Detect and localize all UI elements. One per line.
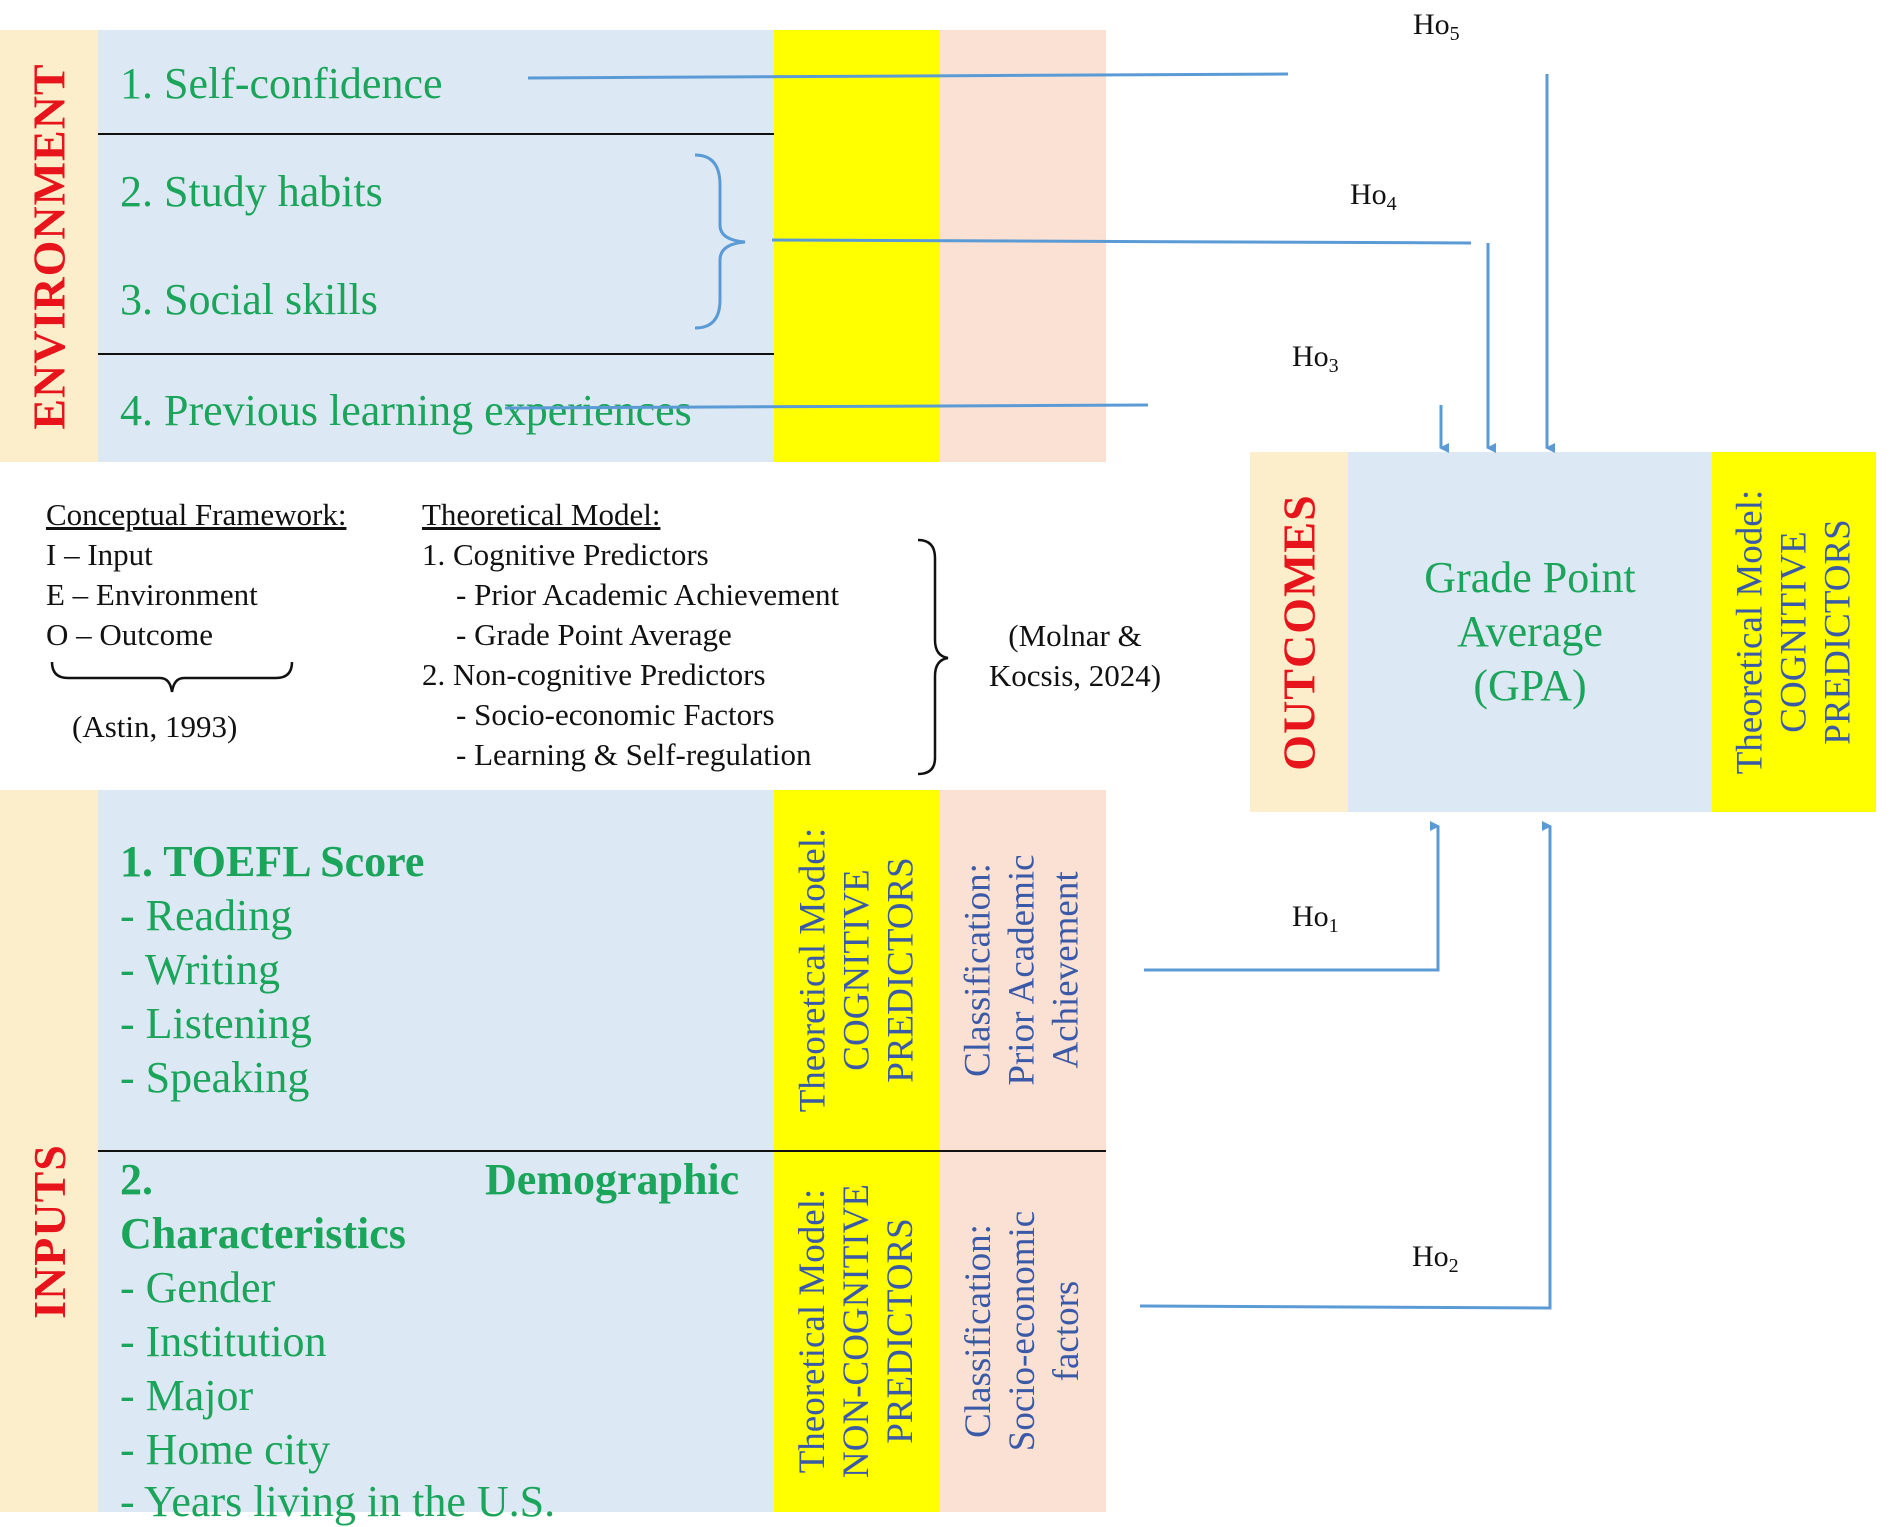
theory-line-socio-economic: - Socio-economic Factors <box>456 697 775 732</box>
connector-ho3 <box>504 403 1149 410</box>
theory-line-learning: - Learning & Self-regulation <box>456 737 812 772</box>
hypothesis-ho4: Ho4 <box>1350 178 1397 215</box>
hypothesis-ho5: Ho5 <box>1413 8 1460 45</box>
conceptual-framework: Conceptual Framework: I – Input E – Envi… <box>46 495 346 655</box>
outcomes-model-label: Theoretical Model: COGNITIVE PREDICTORS <box>1712 452 1876 812</box>
gpa-line-1: Grade Point <box>1424 553 1636 602</box>
theory-citation-b: Kocsis, 2024) <box>988 658 1162 693</box>
inputs-label-panel: INPUTS <box>0 790 98 1512</box>
framework-title: Conceptual Framework: <box>46 497 347 532</box>
demo-item-institution: - Institution <box>120 1317 327 1366</box>
connector-ho4 <box>771 238 1472 245</box>
demo-title-characteristics: Characteristics <box>120 1209 406 1258</box>
environment-item-previous-learning: 4. Previous learning experiences <box>120 386 692 435</box>
connector-ho5 <box>527 72 1289 80</box>
demo-item-gender: - Gender <box>120 1263 276 1312</box>
theory-line-cognitive: 1. Cognitive Predictors <box>422 537 709 572</box>
hypothesis-ho1: Ho1 <box>1292 900 1339 937</box>
arrow-ho1 <box>1144 821 1440 972</box>
environment-pink-column <box>940 30 1106 462</box>
outcomes-label-panel: OUTCOMES <box>1250 452 1348 812</box>
toefl-item-listening: - Listening <box>120 999 312 1048</box>
environment-divider-2 <box>98 353 774 355</box>
framework-line-input: I – Input <box>46 537 153 572</box>
demo-item-major: - Major <box>120 1371 254 1420</box>
hypothesis-ho3: Ho3 <box>1292 340 1339 377</box>
environment-brace <box>694 153 746 330</box>
hypothesis-ho2: Ho2 <box>1412 1240 1459 1277</box>
theory-title: Theoretical Model: <box>422 497 661 532</box>
theory-line-gpa: - Grade Point Average <box>456 617 732 652</box>
toefl-item-writing: - Writing <box>120 945 280 994</box>
demo-title-word: Demographic <box>485 1155 740 1204</box>
theory-citation-a: (Molnar & <box>1008 618 1142 653</box>
gpa-panel: Grade Point Average (GPA) <box>1348 452 1712 812</box>
arrow-ho2 <box>1139 821 1552 1310</box>
environment-item-study-habits: 2. Study habits <box>120 167 383 216</box>
environment-yellow-column <box>774 30 940 462</box>
environment-label-panel: ENVIRONMENT <box>0 30 98 462</box>
inputs-divider <box>98 1150 1106 1152</box>
demo-item-home-city: - Home city <box>120 1425 331 1474</box>
toefl-item-reading: - Reading <box>120 891 293 940</box>
environment-divider-1 <box>98 133 774 135</box>
theory-brace <box>917 538 949 776</box>
framework-brace <box>50 661 294 693</box>
demo-title-number: 2. <box>120 1155 153 1204</box>
framework-citation: (Astin, 1993) <box>72 709 238 744</box>
toefl-item-speaking: - Speaking <box>120 1053 310 1102</box>
environment-item-self-confidence: 1. Self-confidence <box>120 59 443 108</box>
framework-line-environment: E – Environment <box>46 577 258 612</box>
gpa-line-3: (GPA) <box>1473 661 1587 710</box>
theory-line-noncognitive: 2. Non-cognitive Predictors <box>422 657 766 692</box>
environment-item-social-skills: 3. Social skills <box>120 275 378 324</box>
gpa-line-2: Average <box>1457 607 1603 656</box>
toefl-title: 1. TOEFL Score <box>120 837 425 886</box>
theory-line-prior-academic: - Prior Academic Achievement <box>456 577 840 612</box>
theoretical-model-text: Theoretical Model: 1. Cognitive Predicto… <box>422 495 839 775</box>
framework-line-outcome: O – Outcome <box>46 617 214 652</box>
environment-panel <box>98 30 774 462</box>
